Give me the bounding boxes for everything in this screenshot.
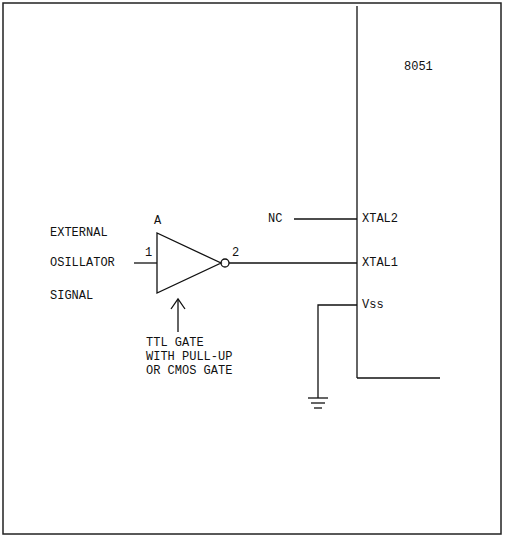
note-text: TTL GATE WITH PULL-UP OR CMOS GATE [146,336,236,378]
signal-label: 2 [232,246,239,260]
signal-label: A [154,214,161,228]
signal-label: SIGNAL [50,289,93,303]
ground-symbol [308,397,328,398]
ground-wire [318,305,357,398]
inverter-symbol [157,233,221,293]
signal-label: Vss [362,298,384,312]
frame [3,3,501,534]
signal-label: NC [268,212,282,226]
inverter-bubble [221,259,229,267]
wire [229,262,357,263]
signal-label: XTAL1 [362,256,398,270]
wire [294,218,357,219]
chip-edge [357,377,440,378]
pointer-arrow [177,300,178,332]
chip-edge [356,6,357,378]
signal-label: OSILLATOR [50,256,115,270]
signal-label: EXTERNAL [50,226,108,240]
ground-symbol [311,402,325,403]
signal-label: XTAL2 [362,212,398,226]
signal-label: 1 [145,246,152,260]
input-wire [134,262,157,263]
ground-symbol [314,407,322,408]
signal-label: 8051 [404,60,433,74]
pointer-arrow [171,299,185,309]
